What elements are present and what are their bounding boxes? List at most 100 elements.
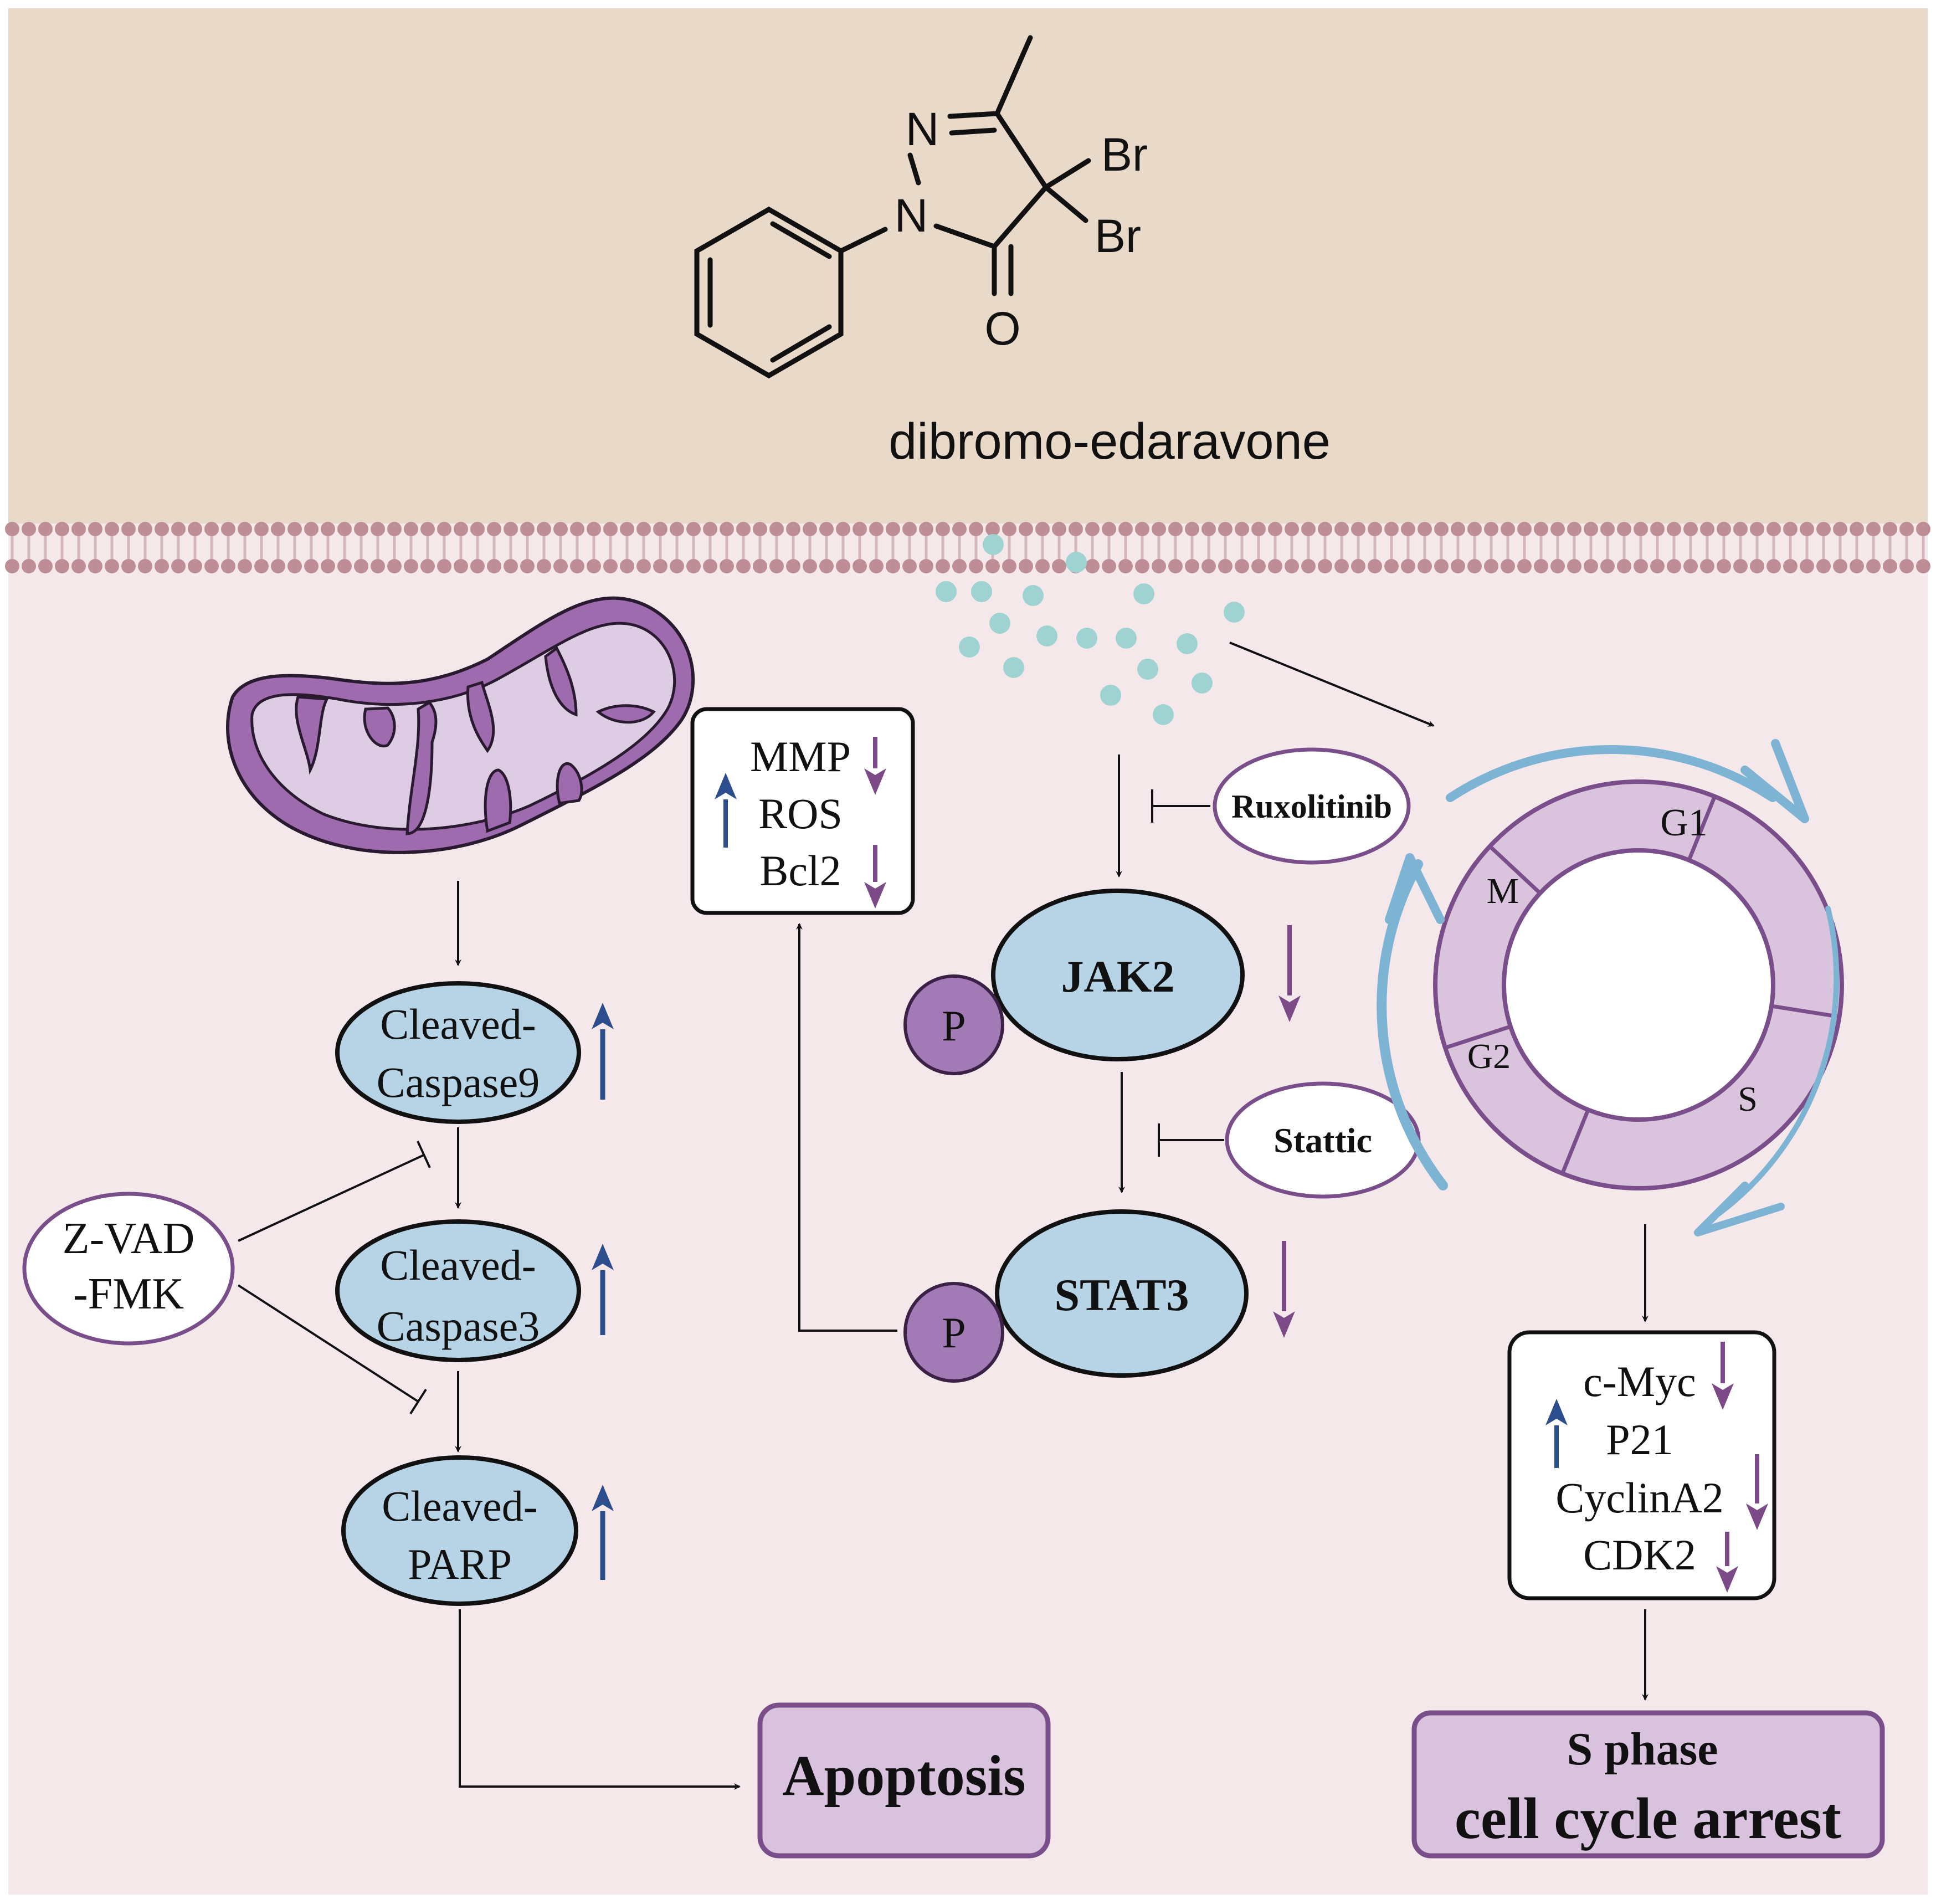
membrane-bead [271,559,285,573]
g2-phase-label: G2 [1467,1036,1511,1076]
membrane-bead [1650,559,1665,573]
membrane-bead [88,522,102,536]
membrane-bead [55,559,69,573]
ros-up-arrow-head [715,773,737,799]
jak2-phospho-label: P [942,1002,966,1050]
membrane-bead [1301,522,1316,536]
membrane-bead [138,522,152,536]
membrane-bead [1351,522,1365,536]
membrane-bead [1168,522,1183,536]
membrane-bead [520,522,535,536]
membrane-bead [221,559,235,573]
membrane-bead [88,559,102,573]
membrane-bead [1002,522,1016,536]
caspase9-node: Cleaved- Caspase9 [335,981,581,1124]
membrane-bead [1268,559,1282,573]
drug-particle [1133,583,1154,604]
caspase3-up-arrow-head [592,1244,614,1270]
membrane-bead [786,559,800,573]
membrane-bead [1318,522,1332,536]
caspase9-label-line2: Caspase9 [377,1058,540,1106]
membrane-bead [1534,559,1548,573]
membrane-bead [188,522,202,536]
membrane-bead [1550,559,1565,573]
membrane-bead [387,522,402,536]
membrane-bead [420,559,435,573]
membrane-bead [1251,522,1266,536]
membrane-bead [902,559,917,573]
membrane-bead [836,522,850,536]
membrane-bead [1584,559,1598,573]
membrane-bead [620,522,634,536]
membrane-bead [138,559,152,573]
membrane-bead [1584,522,1598,536]
membrane-bead [653,559,667,573]
membrane-bead [570,522,584,536]
membrane-bead [570,559,584,573]
membrane-bead [1484,522,1498,536]
membrane-bead [1218,559,1233,573]
membrane-bead [1019,522,1033,536]
atom-n1-label: N [895,189,928,242]
g1-phase-label: G1 [1660,802,1708,844]
membrane-bead [188,559,202,573]
caspase9-label-line1: Cleaved- [380,1000,536,1048]
membrane-bead [1650,522,1665,536]
membrane-bead [703,522,717,536]
membrane-bead [105,522,119,536]
membrane-bead [105,559,119,573]
ros-label: ROS [758,789,843,838]
membrane-bead [1783,559,1798,573]
membrane-bead [1899,522,1914,536]
membrane-bead [1368,522,1382,536]
membrane-bead [1085,559,1100,573]
extracellular-region [8,8,1928,524]
membrane-bead [238,559,252,573]
membrane-bead [337,522,352,536]
cyclina2-label: CyclinA2 [1555,1474,1723,1522]
membrane-bead [1334,522,1349,536]
drug-particle [1076,628,1097,649]
membrane-bead [1833,559,1847,573]
drug-particle [1036,625,1057,646]
membrane-bead [71,522,86,536]
p21-up-arrow-head [1545,1399,1568,1425]
membrane-bead [1750,522,1764,536]
membrane-bead [404,559,418,573]
membrane-bead [1700,522,1714,536]
membrane-bead [1883,559,1897,573]
drug-particle [983,534,1004,555]
membrane-bead [371,559,385,573]
membrane-bead [1850,522,1864,536]
cyclina2-down-arrow-head [1746,1503,1768,1530]
membrane-bead [121,559,136,573]
membrane-bead [1135,522,1149,536]
membrane-bead [1434,559,1449,573]
membrane-bead [1102,522,1116,536]
membrane-bead [454,559,468,573]
membrane-bead [1118,522,1133,536]
membrane-bead [1152,522,1166,536]
cell-cycle-wheel: G1 S G2 M [1433,779,1844,1190]
drug-particle [1192,673,1213,694]
parp-up-arrow-head [592,1485,614,1511]
membrane-bead [1451,522,1465,536]
membrane-bead [703,559,717,573]
membrane-bead [254,522,269,536]
drug-particle [1224,602,1245,623]
cell-cycle-marker-box: c-Myc P21 CyclinA2 CDK2 [1507,1330,1776,1600]
membrane-bead [1085,522,1100,536]
s-phase-label: S [1738,1079,1758,1118]
stat3-phospho-label: P [942,1308,966,1357]
membrane-bead [1683,559,1698,573]
membrane-bead [769,522,784,536]
cdk2-down-arrow-head [1716,1566,1738,1593]
membrane-bead [1185,559,1199,573]
membrane-bead [1185,522,1199,536]
membrane-bead [304,559,319,573]
cell-cycle-arrest-label: cell cycle arrest [1455,1786,1841,1851]
membrane-bead [952,522,967,536]
zvad-label-line1: Z-VAD [63,1214,195,1263]
membrane-bead [869,522,884,536]
membrane-bead [686,522,701,536]
